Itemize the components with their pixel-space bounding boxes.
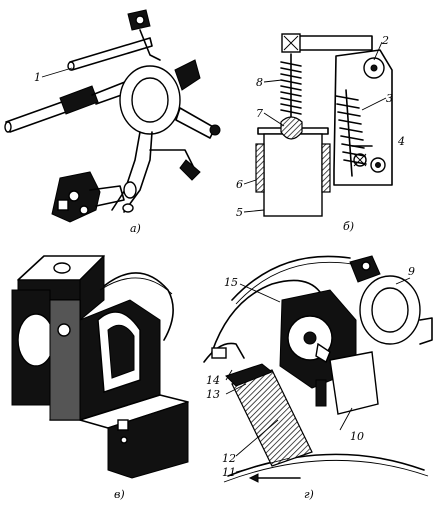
panel-g-label: г) bbox=[304, 488, 314, 501]
panel-a-label: а) bbox=[130, 222, 141, 235]
callout-5: 5 bbox=[236, 206, 243, 219]
callout-13: 13 bbox=[206, 388, 220, 401]
panel-b-drawing bbox=[255, 33, 393, 217]
panel-v-drawing bbox=[11, 254, 189, 479]
panel-b-callouts: 2 3 4 5 6 7 8 bbox=[236, 34, 405, 219]
panel-g-drawing bbox=[203, 255, 433, 483]
panel-b-label: б) bbox=[343, 220, 354, 233]
callout-15: 15 bbox=[224, 276, 238, 289]
panel-v-label: в) bbox=[114, 488, 125, 501]
callout-7: 7 bbox=[256, 107, 263, 120]
callout-6: 6 bbox=[236, 178, 243, 191]
callout-2: 2 bbox=[381, 34, 389, 47]
callout-8: 8 bbox=[256, 76, 263, 89]
spring-8 bbox=[280, 53, 302, 119]
callout-10: 10 bbox=[350, 430, 364, 443]
callout-12: 12 bbox=[222, 452, 236, 465]
callout-9: 9 bbox=[408, 265, 415, 278]
panel-a-callouts: 1 bbox=[34, 67, 73, 84]
callout-3: 3 bbox=[386, 92, 393, 105]
callout-4: 4 bbox=[397, 135, 405, 148]
callout-14: 14 bbox=[206, 374, 220, 387]
callout-11: 11 bbox=[222, 466, 236, 479]
panel-g-callouts: 9 10 11 12 13 14 15 bbox=[206, 265, 415, 479]
spring-3 bbox=[335, 89, 367, 177]
callout-1: 1 bbox=[34, 71, 41, 84]
panel-a-drawing bbox=[4, 9, 221, 223]
